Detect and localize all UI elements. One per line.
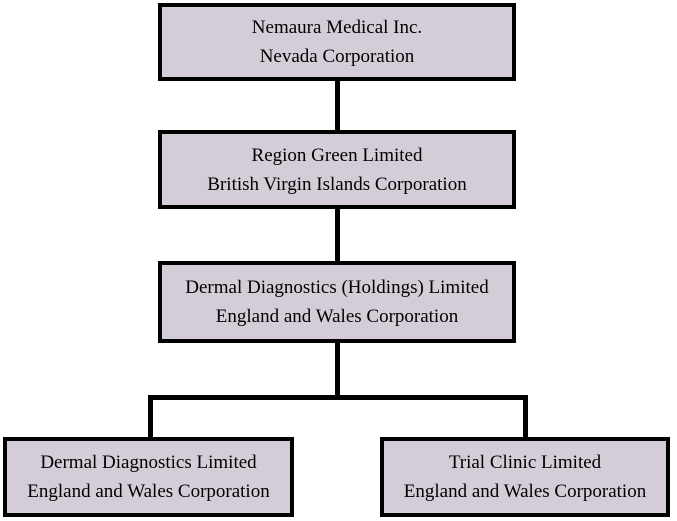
org-node-name: Dermal Diagnostics (Holdings) Limited — [185, 277, 489, 298]
org-node-name: Nemaura Medical Inc. — [251, 17, 423, 38]
connector-branch-to-trial-clinic — [523, 395, 528, 438]
org-node-jurisdiction: England and Wales Corporation — [215, 306, 459, 327]
connector-holdings-to-branch — [335, 342, 340, 398]
org-node-dermal-diagnostics: Dermal Diagnostics Limited England and W… — [3, 437, 294, 517]
org-node-trial-clinic: Trial Clinic Limited England and Wales C… — [380, 437, 670, 517]
connector-branch-to-dermal — [148, 395, 153, 438]
connector-branch-rail — [148, 395, 528, 400]
org-node-nemaura-medical: Nemaura Medical Inc. Nevada Corporation — [158, 3, 516, 81]
org-node-name: Trial Clinic Limited — [448, 452, 602, 473]
connector-region-green-to-holdings — [335, 208, 340, 262]
org-node-jurisdiction: Nevada Corporation — [259, 46, 415, 67]
org-node-jurisdiction: British Virgin Islands Corporation — [207, 173, 467, 195]
org-node-name: Dermal Diagnostics Limited — [40, 452, 257, 473]
org-node-name: Region Green Limited — [251, 144, 423, 166]
org-node-region-green: Region Green Limited British Virgin Isla… — [158, 130, 516, 209]
org-node-dermal-diagnostics-holdings: Dermal Diagnostics (Holdings) Limited En… — [158, 261, 516, 343]
connector-nemaura-to-region-green — [335, 80, 340, 131]
org-node-jurisdiction: England and Wales Corporation — [27, 481, 270, 502]
org-node-jurisdiction: England and Wales Corporation — [403, 481, 647, 502]
